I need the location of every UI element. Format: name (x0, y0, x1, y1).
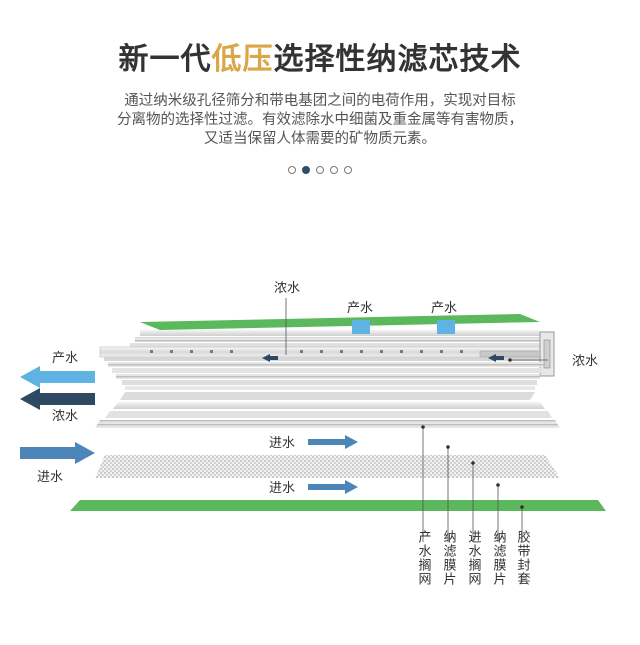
description-line: 分离物的选择性过滤。有效滤除水中细菌及重金属等有害物质， (117, 112, 523, 128)
tube-body-lower (104, 357, 544, 361)
label-feed-arrow-2: 进水 (269, 481, 295, 496)
membrane-layer (120, 392, 535, 400)
carousel-dot[interactable] (316, 166, 324, 174)
component-label-feed-spacer: 进水搁网 (466, 530, 482, 586)
inner-flow-arrow (262, 354, 278, 362)
membrane-layer (116, 374, 540, 379)
title-prefix: 新一代 (118, 42, 212, 77)
label-product-1: 产水 (347, 301, 373, 316)
membrane-layer (140, 330, 540, 336)
membrane-layer (130, 343, 545, 347)
membrane-layer (135, 337, 543, 342)
feed-arrow (308, 480, 358, 494)
membrane-layer (108, 362, 543, 367)
component-label-product-spacer: 产水搁网 (416, 530, 432, 586)
label-feed-arrow-1: 进水 (269, 436, 295, 451)
label-feed-in: 进水 (37, 470, 63, 485)
membrane-layer (112, 368, 542, 373)
description-line: 通过纳米级孔径筛分和带电基团之间的电荷作用，实现对目标 (124, 93, 516, 109)
leader-dots (421, 358, 524, 509)
product-water-window (352, 320, 370, 334)
tape-sleeve (70, 500, 606, 511)
product-water-out-arrow (20, 366, 95, 388)
feed-arrow (308, 435, 358, 449)
lower-membrane-stack (70, 362, 606, 511)
carousel-dots (0, 166, 640, 174)
carousel-dot[interactable] (344, 166, 352, 174)
carousel-dot-active[interactable] (302, 166, 310, 174)
concentrate-out-arrow (20, 388, 95, 410)
product-water-window (437, 320, 455, 334)
upper-membrane-stack (130, 314, 545, 347)
green-edge-strip (140, 314, 540, 330)
title-suffix: 选择性纳滤芯技术 (273, 42, 522, 77)
page-title: 新一代低压选择性纳滤芯技术 (0, 34, 640, 78)
component-label-nf-membrane: 纳滤膜片 (441, 530, 457, 586)
description-line: 又适当保留人体需要的矿物质元素。 (204, 131, 436, 147)
end-cap-inner (543, 339, 551, 369)
central-tube (99, 331, 555, 377)
nf-membrane-layer (105, 411, 552, 418)
leader-lines (285, 298, 548, 542)
membrane-layer (125, 386, 535, 390)
label-concentrate-out: 浓水 (52, 409, 78, 424)
component-label-nf-membrane-2: 纳滤膜片 (491, 530, 507, 586)
label-product-2: 产水 (431, 301, 457, 316)
membrane-layer (122, 380, 537, 385)
nf-membrane-layer (95, 420, 560, 428)
label-concentrate-right: 浓水 (572, 354, 598, 369)
inner-outlet (479, 350, 541, 358)
component-label-tape-sleeve: 胶带封套 (515, 529, 531, 586)
product-spacer-layer (113, 402, 545, 409)
carousel-dot[interactable] (288, 166, 296, 174)
tube-holes (150, 350, 463, 353)
description: 通过纳米级孔径筛分和带电基团之间的电荷作用，实现对目标 分离物的选择性过滤。有效… (60, 92, 580, 149)
label-concentrate-top: 浓水 (274, 281, 300, 296)
carousel-dot[interactable] (330, 166, 338, 174)
inner-flow-arrow (488, 354, 504, 362)
feed-in-arrow (20, 442, 95, 464)
feed-spacer-mesh (95, 455, 560, 478)
title-highlight: 低压 (211, 42, 274, 77)
label-product-out: 产水 (52, 351, 78, 366)
